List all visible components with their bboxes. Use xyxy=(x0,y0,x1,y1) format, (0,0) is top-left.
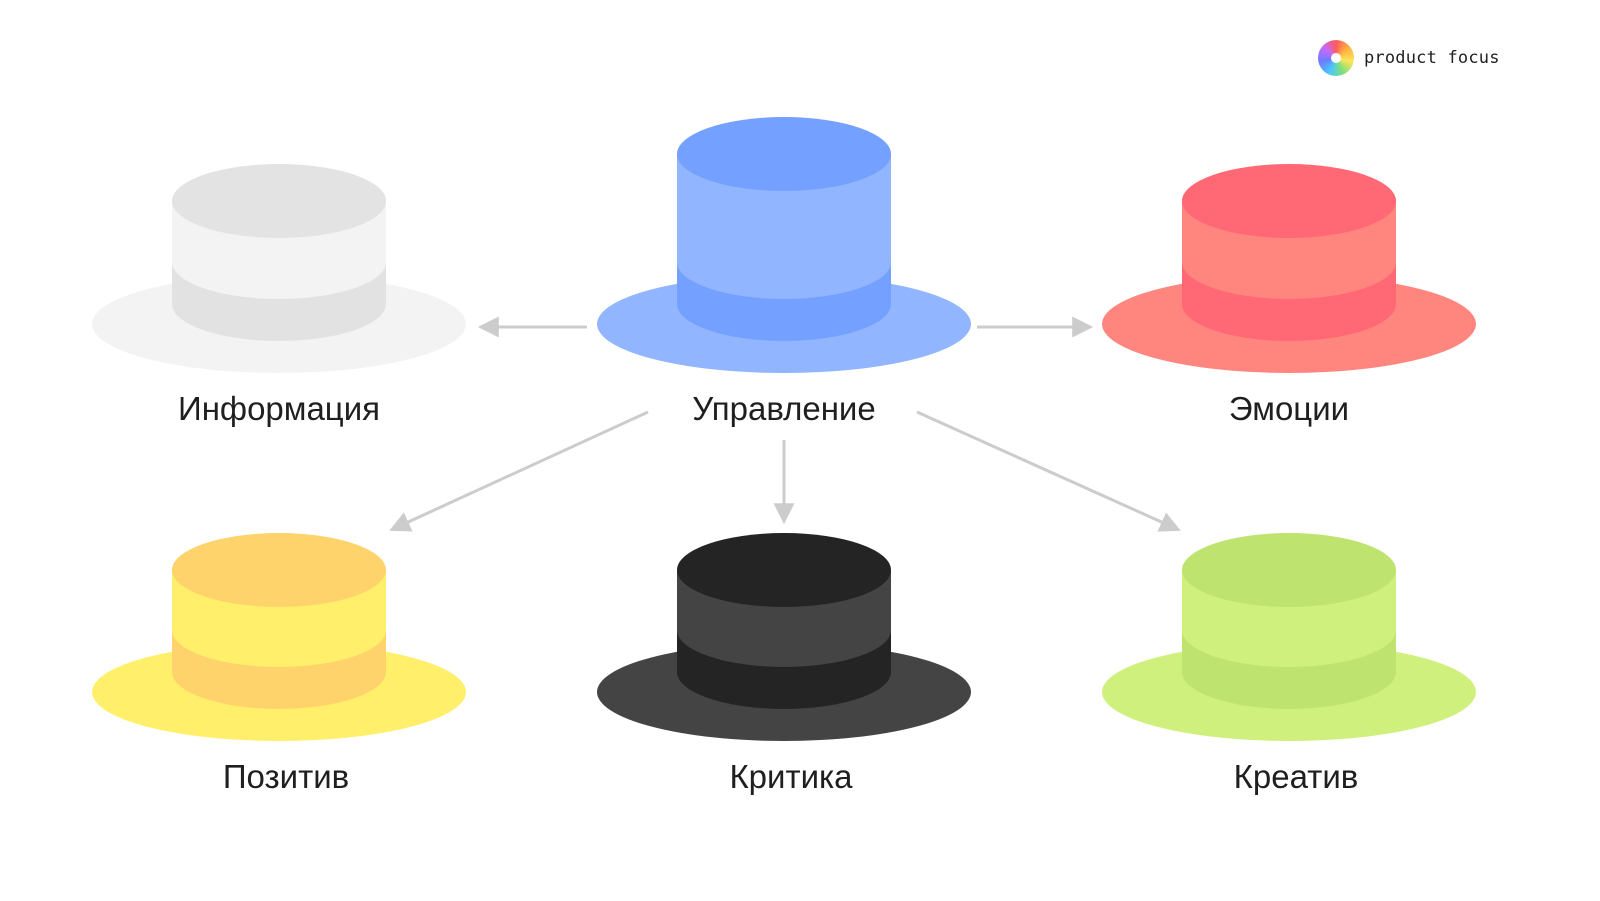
hat-crown-top xyxy=(677,117,891,191)
hat-crown-top xyxy=(677,533,891,607)
hat-creative xyxy=(1102,533,1476,741)
hat-crown-top xyxy=(172,164,386,238)
brand-logo: product focus xyxy=(1318,40,1500,76)
product-focus-logo-icon xyxy=(1318,40,1354,76)
arrows xyxy=(389,316,1181,532)
hat-critic xyxy=(597,533,971,741)
label-emotion: Эмоции xyxy=(1228,390,1350,427)
hat-crown xyxy=(677,154,891,299)
label-critic: Критика xyxy=(729,758,853,795)
arrow-to-positive xyxy=(389,410,649,532)
hat-emotion xyxy=(1102,164,1476,373)
label-positive: Позитив xyxy=(222,758,350,795)
arrow-to-creative xyxy=(916,410,1181,532)
hat-info xyxy=(92,164,466,373)
hat-crown-top xyxy=(1182,164,1396,238)
hat-control xyxy=(597,117,971,373)
hat-crown-top xyxy=(1182,533,1396,607)
hat-positive xyxy=(92,533,466,741)
label-control: Управление xyxy=(692,390,876,427)
label-info: Информация xyxy=(177,390,381,427)
hat-crown-top xyxy=(172,533,386,607)
label-creative: Креатив xyxy=(1233,758,1359,795)
brand-name: product focus xyxy=(1364,48,1500,68)
